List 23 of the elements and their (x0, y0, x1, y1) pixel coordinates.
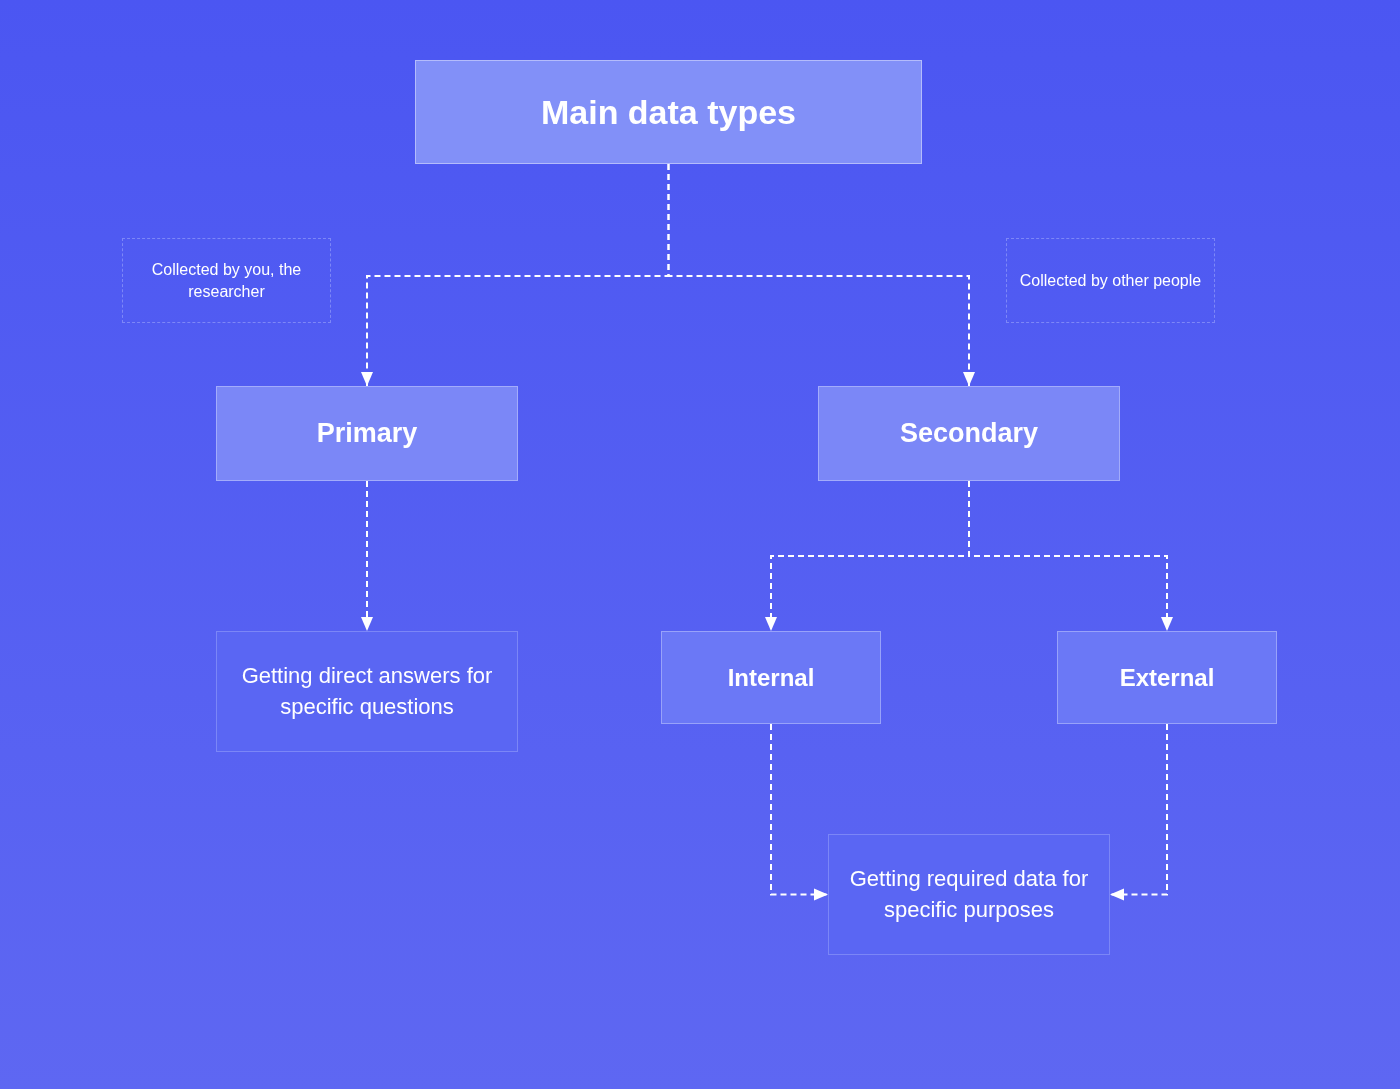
category-box (818, 386, 1120, 481)
dashed-arrow (770, 723, 829, 901)
node-text: Main data types (540, 91, 797, 133)
title-box (415, 60, 922, 164)
node-text: Getting required data for specific purposes (848, 865, 1090, 924)
subcategory-box (661, 631, 881, 724)
dashed-arrow (361, 480, 373, 632)
node-text: Internal (727, 663, 815, 693)
dashed-arrow (968, 480, 1173, 632)
dashed-arrow (1109, 723, 1168, 901)
category-box (216, 386, 518, 481)
node-text: Collected by you, the researcher (150, 259, 303, 302)
description-box (216, 631, 518, 752)
note-box (122, 238, 331, 323)
subcategory-box (1057, 631, 1277, 724)
note-box (1006, 238, 1215, 323)
description-box (828, 834, 1110, 955)
node-text: Primary (316, 416, 418, 450)
node-text: Collected by other people (1019, 270, 1202, 291)
node-text: Secondary (899, 416, 1039, 450)
node-text: Getting direct answers for specific questions (240, 662, 494, 721)
dashed-arrow (667, 163, 975, 387)
node-text: External (1119, 663, 1215, 693)
